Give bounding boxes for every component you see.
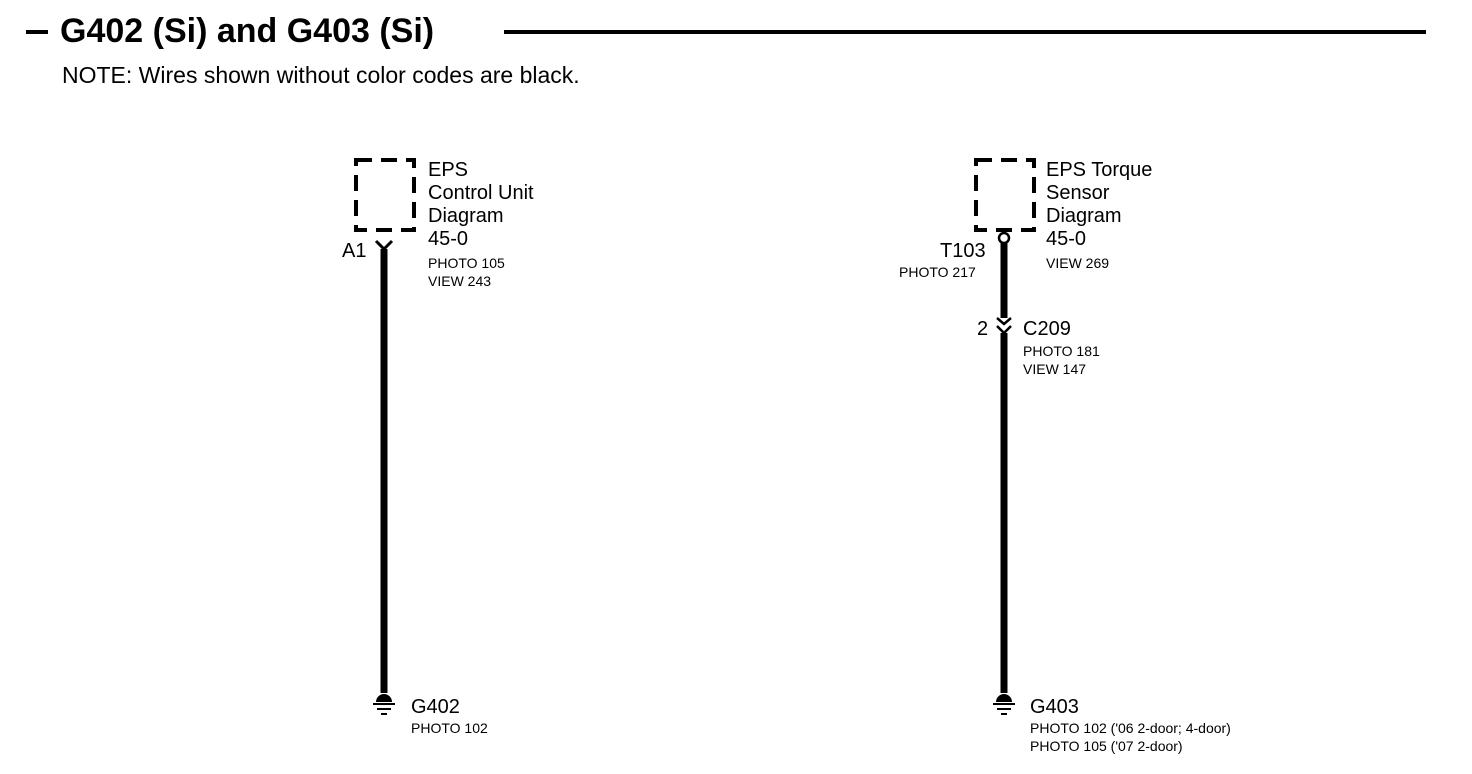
ground-g402-label: G402 <box>411 696 460 718</box>
photo-ref: PHOTO 105 <box>428 255 505 271</box>
ground-g403-icon <box>993 694 1015 715</box>
eps-torque-sensor-label: EPS Torque Sensor Diagram 45-0 <box>1046 159 1152 251</box>
component-line: 45-0 <box>428 228 469 250</box>
connector-c209-icon <box>996 317 1012 335</box>
component-line: Diagram <box>428 205 504 227</box>
view-ref: VIEW 147 <box>1023 361 1087 377</box>
component-line: EPS Torque <box>1046 159 1153 181</box>
view-ref: VIEW 243 <box>428 273 492 289</box>
component-line: 45-0 <box>1046 228 1087 250</box>
ground-g402-refs: PHOTO 102 <box>411 719 488 737</box>
component-line: Diagram <box>1046 205 1122 227</box>
wire-color-note: NOTE: Wires shown without color codes ar… <box>62 62 580 88</box>
eps-control-unit-box <box>354 158 416 232</box>
terminal-t103-label: T103 <box>940 240 986 262</box>
eps-torque-sensor-box <box>974 158 1036 232</box>
ground-g402-icon <box>373 694 395 715</box>
terminal-t103-symbol <box>997 231 1011 245</box>
eps-control-unit-refs: PHOTO 105 VIEW 243 <box>428 254 505 290</box>
component-line: EPS <box>428 159 469 181</box>
terminal-t103-ref: PHOTO 217 <box>899 264 976 280</box>
photo-ref: PHOTO 102 ('06 2-door; 4-door) <box>1030 720 1231 736</box>
page-title: G402 (Si) and G403 (Si) <box>60 12 435 50</box>
terminal-a1-symbol <box>374 239 394 252</box>
connector-c209-refs: PHOTO 181 VIEW 147 <box>1023 342 1100 378</box>
title-dash <box>26 30 48 34</box>
eps-control-unit-label: EPS Control Unit Diagram 45-0 <box>428 159 534 251</box>
component-line: Sensor <box>1046 182 1110 204</box>
eps-torque-sensor-refs: VIEW 269 <box>1046 254 1109 272</box>
photo-ref: PHOTO 105 ('07 2-door) <box>1030 738 1183 754</box>
photo-ref: PHOTO 102 <box>411 720 488 736</box>
connector-c209-label: C209 <box>1023 318 1071 340</box>
title-rule <box>504 30 1426 34</box>
component-line: Control Unit <box>428 182 534 204</box>
photo-ref: PHOTO 181 <box>1023 343 1100 359</box>
ground-g403-refs: PHOTO 102 ('06 2-door; 4-door) PHOTO 105… <box>1030 719 1231 755</box>
ground-g403-label: G403 <box>1030 696 1079 718</box>
terminal-a1-label: A1 <box>342 240 367 262</box>
view-ref: VIEW 269 <box>1046 255 1110 271</box>
connector-c209-pin: 2 <box>977 318 989 340</box>
